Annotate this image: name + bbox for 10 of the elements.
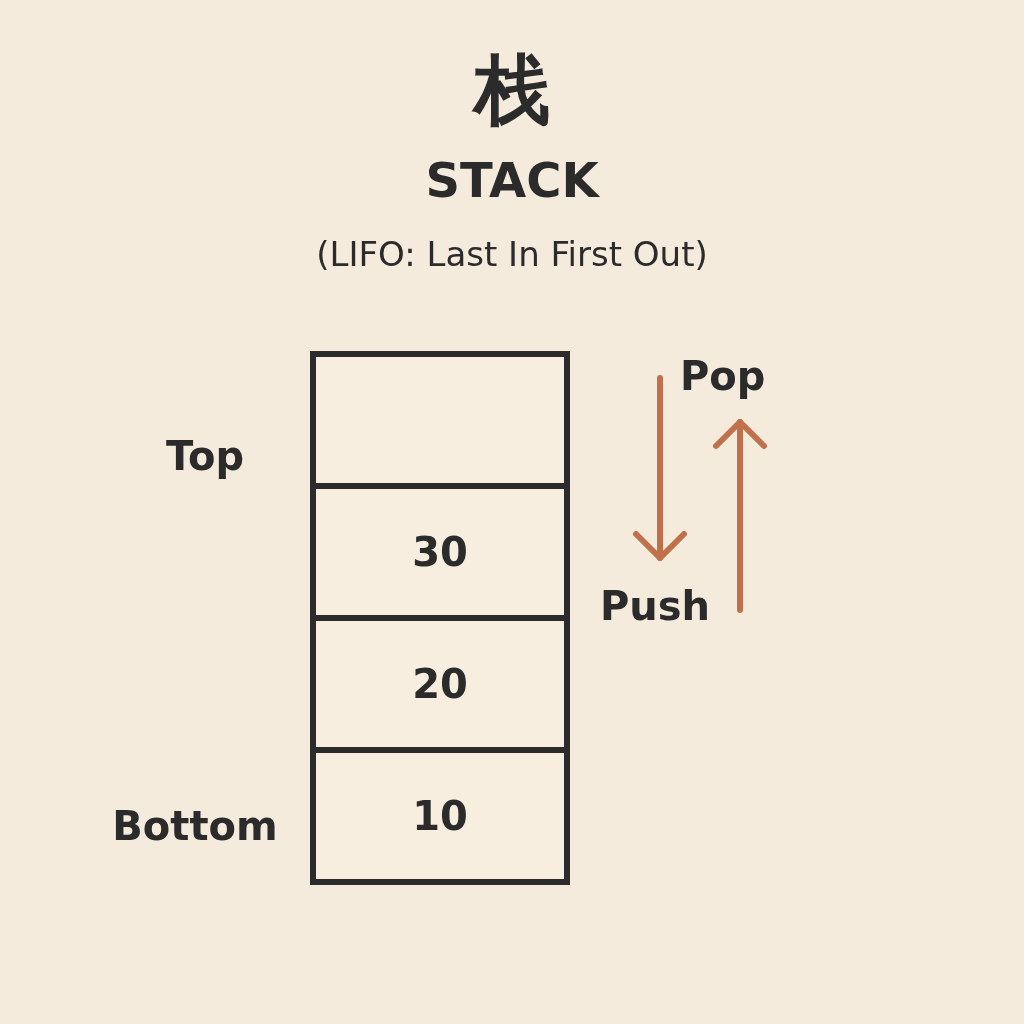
position-label: Bottom xyxy=(111,802,279,850)
caption-text: (LIFO: Last In First Out) xyxy=(315,234,709,275)
cell-value: 10 xyxy=(412,793,468,839)
title: 栈 xyxy=(471,48,551,132)
subtitle: STACK xyxy=(424,152,601,210)
cell-value: 20 xyxy=(412,661,468,707)
operation-label: Push xyxy=(600,582,712,630)
operation-label: Pop xyxy=(680,352,767,400)
position-label: Top xyxy=(164,432,246,480)
cell-value: 30 xyxy=(412,529,468,575)
